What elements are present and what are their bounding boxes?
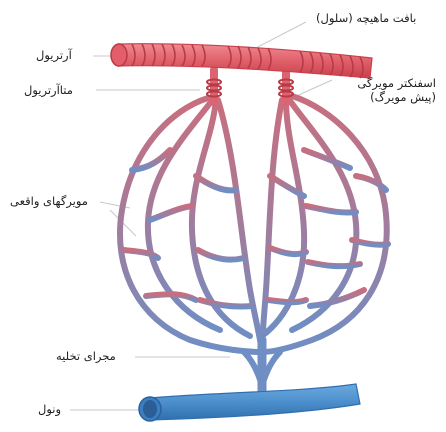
venule-vessel [139, 384, 360, 421]
label-venule: ونول [38, 402, 61, 416]
pointer-muscle-tissue [252, 22, 306, 50]
label-muscle-tissue: بافت ماهیچه (سلول) [316, 11, 416, 25]
label-precapillary-sphincter: اسفنکتر مویرگی (پیش مویرگ) [336, 76, 436, 104]
label-metarteriole: متاآرتریول [24, 83, 73, 97]
label-arteriole: آرتریول [36, 48, 72, 62]
metarterioles [214, 70, 286, 102]
capillary-network [120, 96, 388, 352]
label-true-capillaries: مویرگهای واقعی [10, 194, 88, 208]
arteriole-vessel [111, 44, 372, 78]
label-thoroughfare-channel: مجرای تخلیه [56, 349, 116, 363]
precapillary-sphincters [207, 80, 293, 97]
label-precapillary-sphincter-line1: اسفنکتر مویرگی [336, 76, 436, 90]
label-precapillary-sphincter-line2: (پیش مویرگ) [336, 90, 436, 104]
